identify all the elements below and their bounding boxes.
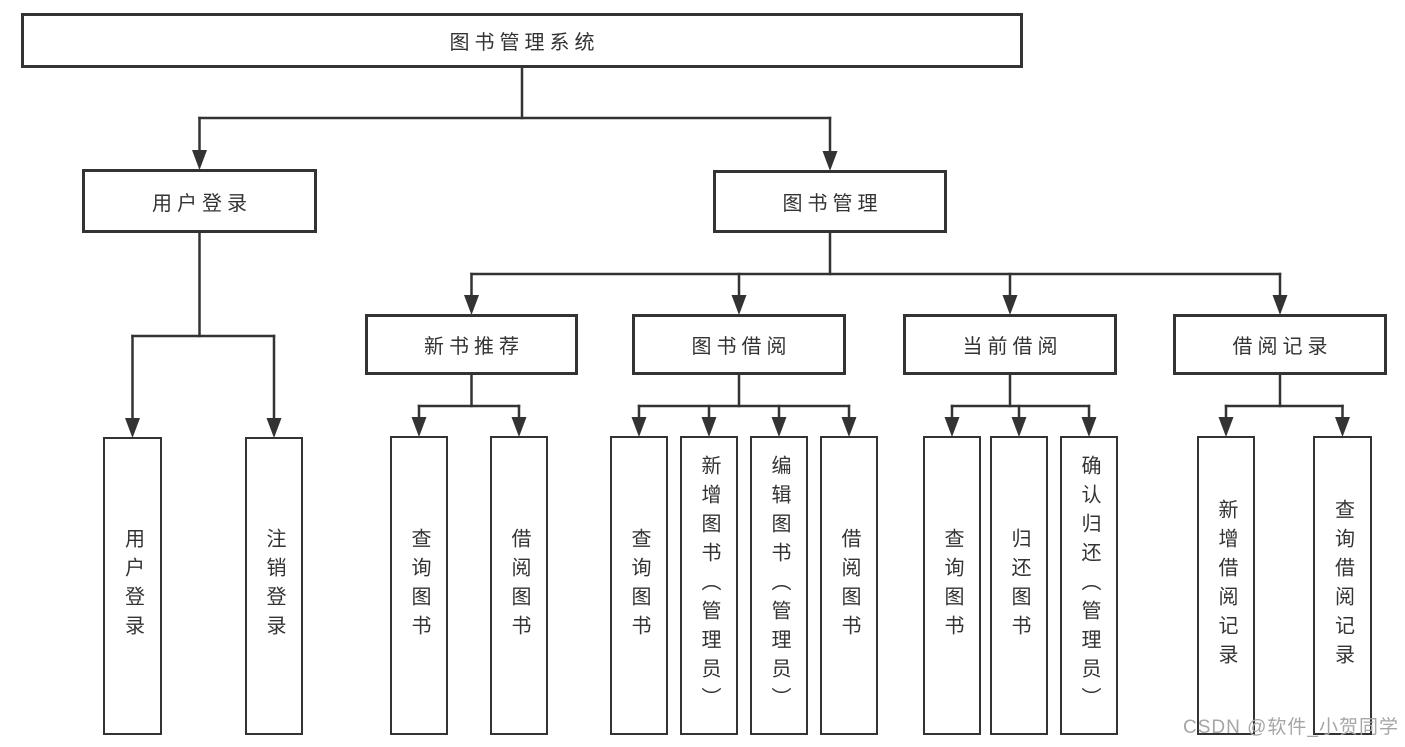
node-query-books-1: 查询图书 bbox=[390, 436, 448, 735]
node-logout: 注销登录 bbox=[245, 437, 303, 735]
node-query-books-2: 查询图书 bbox=[610, 436, 668, 735]
node-label: 编辑图书（管理员） bbox=[768, 455, 790, 716]
node-label: 借阅图书 bbox=[838, 527, 860, 644]
node-book-mgmt: 图书管理 bbox=[713, 170, 947, 233]
node-label: 图书管理系统 bbox=[449, 32, 600, 54]
node-borrow-records: 借阅记录 bbox=[1173, 314, 1387, 375]
node-borrow-books-2: 借阅图书 bbox=[820, 436, 878, 735]
node-new-book-rec: 新书推荐 bbox=[365, 314, 578, 375]
node-user-login-group: 用户登录 bbox=[82, 169, 317, 233]
node-label: 用户登录 bbox=[121, 528, 144, 644]
node-label: 图书管理 bbox=[782, 193, 883, 215]
node-label: 当前借阅 bbox=[962, 336, 1063, 358]
node-query-borrow-record: 查询借阅记录 bbox=[1313, 436, 1372, 735]
node-label: 图书借阅 bbox=[691, 336, 792, 358]
node-label: 借阅记录 bbox=[1232, 336, 1333, 358]
node-query-books-3: 查询图书 bbox=[923, 436, 981, 735]
node-label: 注销登录 bbox=[263, 528, 285, 644]
node-current-borrow: 当前借阅 bbox=[903, 314, 1117, 375]
node-label: 新增借阅记录 bbox=[1215, 498, 1237, 673]
node-label: 查询借阅记录 bbox=[1331, 498, 1354, 673]
node-label: 查询图书 bbox=[941, 527, 963, 644]
node-label: 归还图书 bbox=[1008, 527, 1030, 644]
node-add-books-admin: 新增图书（管理员） bbox=[680, 436, 738, 735]
node-edit-books-admin: 编辑图书（管理员） bbox=[750, 436, 808, 735]
node-system: 图书管理系统 bbox=[21, 13, 1023, 68]
node-book-borrow: 图书借阅 bbox=[632, 314, 846, 375]
node-user-login: 用户登录 bbox=[103, 437, 162, 735]
node-borrow-books-1: 借阅图书 bbox=[490, 436, 548, 735]
node-confirm-return-admin: 确认归还（管理员） bbox=[1060, 436, 1118, 735]
node-label: 用户登录 bbox=[152, 192, 252, 215]
node-return-books: 归还图书 bbox=[990, 436, 1048, 735]
csdn-watermark: CSDN @软件_小贺同学 bbox=[1183, 717, 1399, 738]
node-label: 新书推荐 bbox=[424, 336, 524, 358]
node-label: 确认归还（管理员） bbox=[1078, 455, 1100, 716]
node-label: 查询图书 bbox=[628, 527, 650, 644]
node-label: 新增图书（管理员） bbox=[698, 455, 720, 716]
node-label: 查询图书 bbox=[408, 527, 430, 644]
node-label: 借阅图书 bbox=[508, 527, 530, 644]
node-add-borrow-record: 新增借阅记录 bbox=[1197, 436, 1255, 735]
